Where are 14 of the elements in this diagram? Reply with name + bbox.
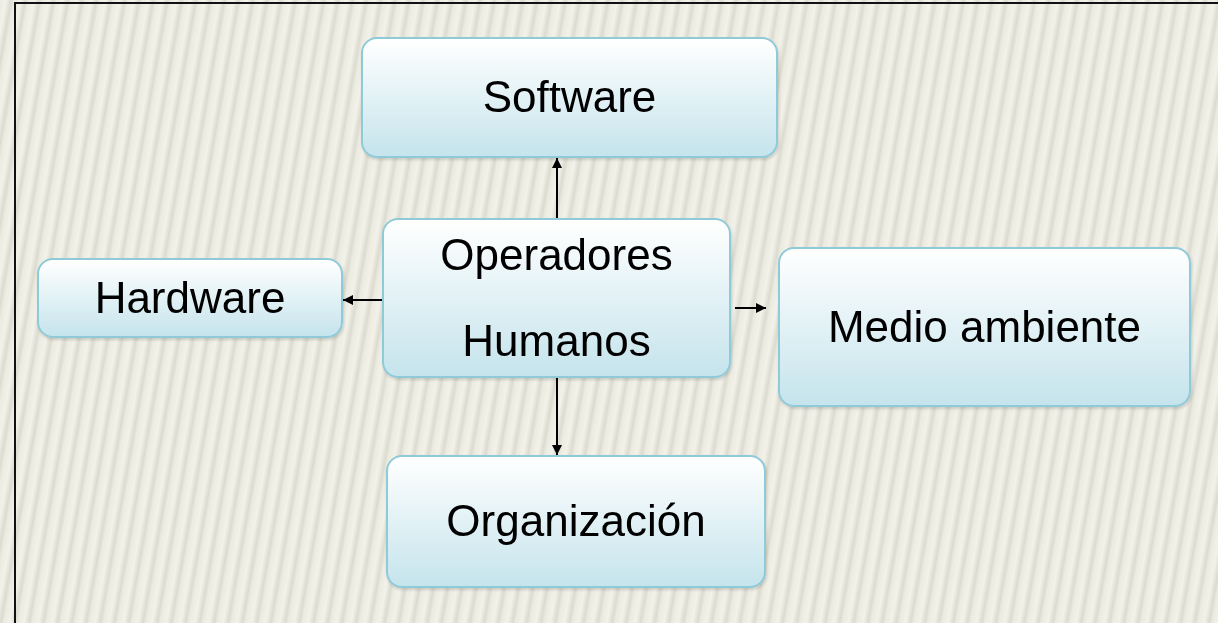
process-box <box>382 218 731 378</box>
process-box <box>778 247 1191 407</box>
arrow <box>342 295 383 305</box>
process-box <box>361 37 778 158</box>
arrow <box>552 157 562 219</box>
box-label: Operadores Humanos <box>439 229 674 367</box>
box-label: Organización <box>446 495 706 548</box>
arrow <box>552 377 562 456</box>
box-label: Hardware <box>94 271 286 324</box>
process-box <box>37 258 343 338</box>
process-box <box>386 455 766 588</box>
arrow <box>734 303 767 313</box>
box-label: Medio ambiente <box>827 300 1142 353</box>
box-label: Software <box>482 71 657 124</box>
